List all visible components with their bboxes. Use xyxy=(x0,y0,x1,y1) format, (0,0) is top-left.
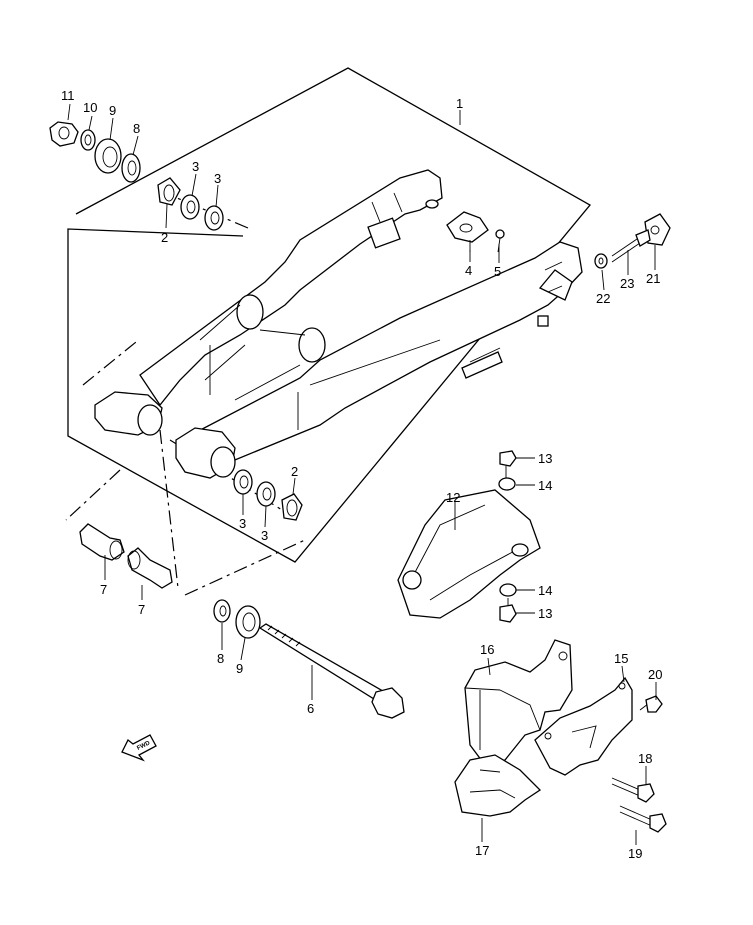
callout-5: 5 xyxy=(494,264,501,279)
callout-13: 13 xyxy=(538,451,552,466)
bolt-13-upper xyxy=(499,450,517,478)
callout-8: 8 xyxy=(217,651,224,666)
callout-6: 6 xyxy=(307,701,314,716)
leader-lines xyxy=(67,103,657,845)
guide-plate-15 xyxy=(534,676,633,776)
fwd-arrow-label: FWD xyxy=(136,740,152,752)
callout-17: 17 xyxy=(475,843,489,858)
callout-20: 20 xyxy=(648,667,662,682)
callout-3: 3 xyxy=(192,159,199,174)
washer-22 xyxy=(594,253,608,269)
callout-labels: 1 2 2 3 3 3 3 4 5 6 7 7 8 8 9 9 10 11 12… xyxy=(61,88,662,861)
callout-23: 23 xyxy=(620,276,634,291)
callout-18: 18 xyxy=(638,751,652,766)
bearing-3-lower-b xyxy=(256,481,276,507)
bushing-9 xyxy=(94,138,122,174)
bolt-23 xyxy=(611,229,651,263)
callout-3: 3 xyxy=(261,528,268,543)
callout-1: 1 xyxy=(456,96,463,111)
callout-14: 14 xyxy=(538,583,552,598)
callout-3: 3 xyxy=(239,516,246,531)
callout-3: 3 xyxy=(214,171,221,186)
bearing-3-upper-b xyxy=(204,205,224,231)
chain-adjuster-plate xyxy=(446,211,489,252)
pivot-shaft-6 xyxy=(258,623,405,719)
callout-21: 21 xyxy=(646,271,660,286)
callout-7: 7 xyxy=(100,582,107,597)
collar-7-a xyxy=(79,523,125,561)
collar-7-b xyxy=(127,547,173,589)
washer-8-lower xyxy=(213,599,231,623)
spacer-14-upper xyxy=(498,477,516,491)
bolt-13-lower xyxy=(499,598,517,623)
callout-12: 12 xyxy=(446,490,460,505)
callout-11: 11 xyxy=(61,88,75,103)
callout-4: 4 xyxy=(465,263,472,278)
bushing-2-upper xyxy=(157,177,181,206)
callout-2: 2 xyxy=(291,464,298,479)
callout-9: 9 xyxy=(109,103,116,118)
bolt-19 xyxy=(619,805,667,833)
callout-8: 8 xyxy=(133,121,140,136)
fwd-arrow-icon: FWD xyxy=(121,734,157,762)
bearing-3-upper-a xyxy=(180,194,200,220)
bushing-2-lower xyxy=(281,493,303,521)
callout-16: 16 xyxy=(480,642,494,657)
bolt-20 xyxy=(639,695,663,713)
callout-10: 10 xyxy=(83,100,97,115)
nut-11 xyxy=(49,121,79,147)
callout-14: 14 xyxy=(538,478,552,493)
callout-15: 15 xyxy=(614,651,628,666)
callout-13: 13 xyxy=(538,606,552,621)
washer-10 xyxy=(80,129,96,151)
spacer-14-lower xyxy=(499,583,517,597)
screw-5 xyxy=(495,229,505,253)
bearing-3-lower-a xyxy=(233,469,253,495)
callout-7: 7 xyxy=(138,602,145,617)
guide-block-17 xyxy=(454,754,542,817)
swingarm xyxy=(94,169,583,479)
assembly-1-boundary xyxy=(67,67,591,563)
callout-9: 9 xyxy=(236,661,243,676)
callout-22: 22 xyxy=(596,291,610,306)
washer-8 xyxy=(121,153,141,183)
bolt-18 xyxy=(611,777,655,803)
callout-19: 19 xyxy=(628,846,642,861)
callout-2: 2 xyxy=(161,230,168,245)
chain-slider-12 xyxy=(397,489,541,619)
bushing-9-lower xyxy=(235,605,261,639)
